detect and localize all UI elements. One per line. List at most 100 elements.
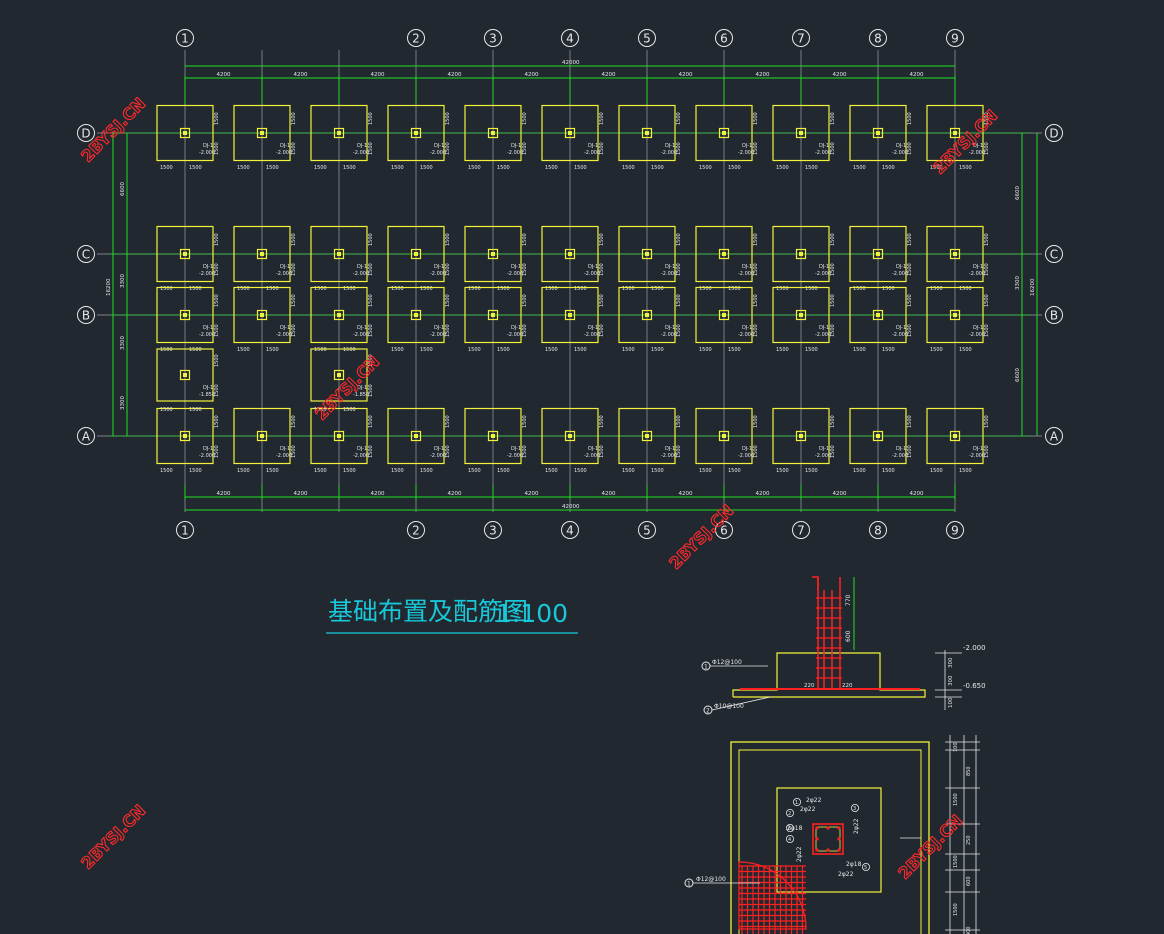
footing-label: DJ-1 (511, 325, 521, 331)
plan-callout-circle (786, 809, 795, 818)
column-square (410, 127, 422, 139)
rebar-dot (815, 837, 819, 841)
footing-dim: 1500 (959, 347, 972, 353)
axis-bubble-7: 7 (792, 29, 810, 47)
footing-dim: 1500 (214, 354, 220, 367)
footing-outline (926, 104, 984, 162)
footing-dim: 1500 (599, 324, 605, 337)
rebar-label-f: 2φ18 (846, 861, 862, 868)
footing-dim: 1500 (830, 294, 836, 307)
footing-dim: 1500 (214, 324, 220, 337)
footing-label: DJ-1 (973, 446, 983, 452)
footing-dim: 1500 (753, 324, 759, 337)
plan-callout-circle (786, 835, 795, 844)
axis-bubble-label: D (81, 127, 90, 141)
footing-outline (310, 286, 368, 344)
dimension-text: 4200 (371, 491, 385, 497)
footing-label: DJ-1 (973, 264, 983, 270)
footing-dim: 1500 (545, 468, 558, 474)
footing-outline (464, 104, 522, 162)
axis-bubble-circle (407, 521, 425, 539)
footing-dim: 1500 (497, 165, 510, 171)
axis-bubble-circle (715, 521, 733, 539)
footing-elev: -2.000 (507, 332, 523, 338)
footing-dim: 1500 (189, 286, 202, 292)
axis-bubble-b: B (1045, 306, 1063, 324)
footing-dim: 1500 (776, 286, 789, 292)
column-core (876, 313, 880, 317)
footing-elev: -2.000 (276, 271, 292, 277)
dimension-text: 4200 (448, 491, 462, 497)
axis-bubble-circle (792, 29, 810, 47)
footing-dim: 1500 (522, 294, 528, 307)
footing-dim: 1500 (468, 468, 481, 474)
column-square (487, 248, 499, 260)
footing-dim: 1500 (574, 165, 587, 171)
axis-bubble-circle (1045, 427, 1063, 445)
footing-dim: 1500 (266, 165, 279, 171)
footing-elev: -2.000 (199, 332, 215, 338)
axis-bubble-6: 6 (715, 521, 733, 539)
footing-dim: 1500 (522, 233, 528, 246)
footing-dim: 1500 (853, 347, 866, 353)
footing-label: DJ-1 (742, 143, 752, 149)
column-square (179, 369, 191, 381)
footing-dim: 1500 (699, 468, 712, 474)
footing-dim: 1500 (266, 468, 279, 474)
footing-dim: 1500 (343, 165, 356, 171)
dimension-text: 4200 (756, 491, 770, 497)
footing-elev: -2.000 (892, 332, 908, 338)
column-core (414, 131, 418, 135)
bar-hook (812, 576, 819, 590)
footing-dim: 1500 (314, 347, 327, 353)
footing-dim: 1500 (368, 354, 374, 367)
footing-label: DJ-1 (434, 446, 444, 452)
column-square (949, 309, 961, 321)
footing-dim: 1500 (160, 165, 173, 171)
rebar-dot (837, 848, 841, 852)
footing-label: DJ-1 (973, 325, 983, 331)
footing-dim: 1500 (753, 233, 759, 246)
axis-bubble-6: 6 (715, 29, 733, 47)
footing-outline (464, 225, 522, 283)
axis-bubble-7: 7 (792, 521, 810, 539)
column-core (568, 434, 572, 438)
column-square (256, 430, 268, 442)
footing-elev: -2.000 (661, 271, 677, 277)
footing-elev: -2.000 (276, 332, 292, 338)
column-square (333, 248, 345, 260)
footing-dim: 1500 (930, 165, 943, 171)
section-note-1: Φ12@100 (712, 659, 742, 666)
footing-outline (849, 407, 907, 465)
footing-dim: 1500 (676, 294, 682, 307)
axis-bubble-c: C (77, 245, 95, 263)
column-square (641, 127, 653, 139)
footing-dim: 1500 (522, 263, 528, 276)
axis-bubble-label: 3 (489, 32, 497, 46)
rebar-label-d: 2φ22 (796, 846, 803, 862)
rebar-label-b: 2φ22 (800, 806, 816, 813)
column-square (718, 309, 730, 321)
column-core (260, 131, 264, 135)
footing-dim: 1500 (599, 294, 605, 307)
drawing-title-text: 基础布置及配筋图 (328, 597, 528, 626)
footing-dim: 1500 (160, 407, 173, 413)
footing-elev: -2.000 (661, 453, 677, 459)
